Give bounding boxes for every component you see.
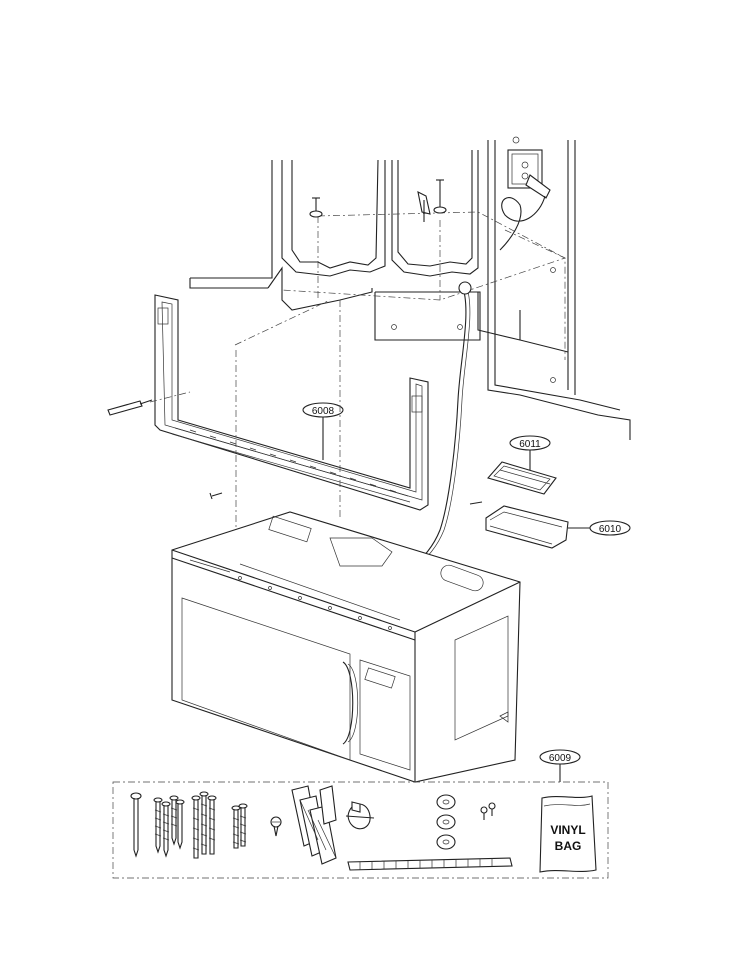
toggle-wing-group-icon bbox=[291, 785, 337, 865]
vinyl-bag-icon: VINYL BAG bbox=[539, 795, 597, 873]
machine-screw-group-icon bbox=[231, 803, 248, 849]
cord-grommet bbox=[458, 281, 472, 295]
washer-group-icon bbox=[436, 794, 456, 850]
adhesive-strip-icon bbox=[347, 857, 513, 871]
callout-label: 6011 bbox=[519, 439, 541, 450]
mounting-template-lines bbox=[234, 211, 566, 360]
callout-label: 6009 bbox=[549, 753, 572, 764]
mounting-plate-bracket bbox=[154, 294, 429, 511]
toggle-bolt-icon bbox=[417, 191, 431, 222]
callout-label: 6010 bbox=[599, 524, 622, 535]
callout-6011: 6011 bbox=[509, 435, 551, 470]
bag-label-line2: BAG bbox=[555, 839, 582, 853]
cord-clamp-icon bbox=[345, 801, 375, 830]
damper-part bbox=[487, 461, 557, 495]
callout-6008: 6008 bbox=[302, 402, 344, 460]
callout-6009: 6009 bbox=[539, 749, 581, 782]
toggle-bolt-group-icon bbox=[191, 791, 217, 859]
small-screw-pair-icon bbox=[480, 802, 496, 820]
wood-screw-group-icon bbox=[153, 795, 185, 858]
wall-screw-icon bbox=[107, 399, 153, 416]
long-bolt-icon bbox=[130, 792, 142, 858]
bag-label-line1: VINYL bbox=[550, 823, 585, 837]
short-screw-icon bbox=[270, 816, 282, 837]
upper-cabinet bbox=[189, 136, 631, 440]
plate-screw-icon bbox=[209, 492, 223, 500]
exhaust-adapter-part bbox=[469, 501, 569, 549]
callout-label: 6008 bbox=[312, 406, 335, 417]
cabinet-screw-right-icon bbox=[433, 179, 447, 214]
hardware-kit-box bbox=[112, 781, 609, 879]
cabinet-screw-left-icon bbox=[309, 197, 323, 218]
microwave-oven bbox=[171, 511, 521, 783]
power-cord bbox=[409, 284, 467, 571]
power-plug-icon bbox=[499, 174, 551, 251]
callout-6010: 6010 bbox=[568, 520, 631, 536]
